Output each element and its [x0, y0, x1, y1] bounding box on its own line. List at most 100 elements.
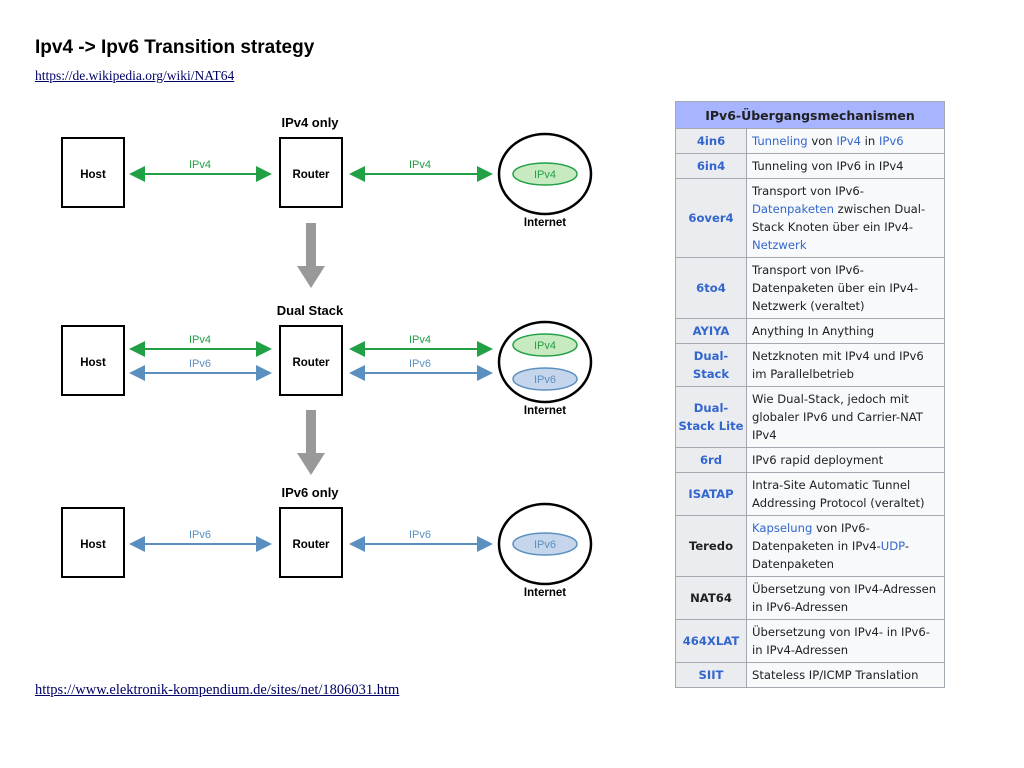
- router-label: Router: [292, 357, 330, 369]
- internet-label: Internet: [524, 405, 566, 417]
- router-box: [279, 325, 343, 396]
- mechanism-description: Transport von IPv6- Datenpaketen zwischen…: [746, 178, 945, 258]
- description-text: zwischen Dual-Stack Knoten über ein IPv4…: [752, 202, 926, 234]
- internet-label: Internet: [524, 217, 566, 229]
- mechanism-description: Anything In Anything: [746, 318, 945, 344]
- mechanism-name[interactable]: Dual-Stack Lite: [675, 386, 747, 448]
- description-text: Transport von IPv6-Datenpaketen über ein…: [752, 263, 919, 313]
- cloud-protocol-oval: [512, 532, 578, 556]
- section-title: IPv4 only: [281, 115, 339, 130]
- description-text: Netzknoten mit IPv4 und IPv6 im Parallel…: [752, 349, 924, 381]
- mechanism-description: Tunneling von IPv6 in IPv4: [746, 153, 945, 179]
- description-text: Stateless IP/ICMP Translation: [752, 668, 919, 682]
- mechanism-description: Wie Dual-Stack, jedoch mit globaler IPv6…: [746, 386, 945, 448]
- section-title: Dual Stack: [277, 303, 344, 318]
- mechanism-name[interactable]: 6in4: [675, 153, 747, 179]
- cloud-protocol-label: IPv4: [534, 169, 556, 181]
- table-row: SIIT Stateless IP/ICMP Translation: [675, 662, 945, 688]
- mechanism-description: Tunneling von IPv4 in IPv6: [746, 128, 945, 154]
- mechanism-description: Transport von IPv6-Datenpaketen über ein…: [746, 257, 945, 319]
- description-link[interactable]: Tunneling: [752, 134, 808, 148]
- router-label: Router: [292, 169, 330, 181]
- internet-label: Internet: [524, 587, 566, 599]
- description-link[interactable]: UDP: [880, 539, 905, 553]
- description-text: Übersetzung von IPv4- in IPv6- in IPv4-A…: [752, 625, 930, 657]
- host-box: [61, 137, 125, 208]
- description-link[interactable]: IPv4: [836, 134, 861, 148]
- table-header: IPv6-Übergangsmechanismen: [675, 101, 945, 129]
- mechanism-description: Intra-Site Automatic Tunnel Addressing P…: [746, 472, 945, 516]
- mechanism-name[interactable]: SIIT: [675, 662, 747, 688]
- cloud-protocol-oval: [512, 162, 578, 186]
- description-text: Transport von IPv6-: [752, 184, 864, 198]
- description-text: von: [807, 134, 837, 148]
- description-text: Anything In Anything: [752, 324, 875, 338]
- host-box: [61, 325, 125, 396]
- description-text: von IPv6-Datenpaketen in IPv4-: [752, 521, 881, 553]
- mechanism-description: Stateless IP/ICMP Translation: [746, 662, 945, 688]
- mechanism-name[interactable]: ISATAP: [675, 472, 747, 516]
- description-text: Tunneling von IPv6 in IPv4: [752, 159, 904, 173]
- description-text: in: [861, 134, 879, 148]
- mechanism-name[interactable]: Dual-Stack: [675, 343, 747, 387]
- router-box: [279, 507, 343, 578]
- description-link[interactable]: IPv6: [878, 134, 904, 148]
- mechanism-description: IPv6 rapid deployment: [746, 447, 945, 473]
- router-internet-protocol: IPv6: [409, 529, 431, 541]
- cloud-protocol-label: IPv6: [534, 374, 556, 386]
- mechanism-name[interactable]: 6to4: [675, 257, 747, 319]
- mechanism-description: Netzknoten mit IPv4 und IPv6 im Parallel…: [746, 343, 945, 387]
- host-router-protocol: IPv6: [189, 529, 211, 541]
- cloud-protocol-label: IPv4: [534, 340, 556, 352]
- table-row: 6rd IPv6 rapid deployment: [675, 447, 945, 473]
- wikipedia-link[interactable]: https://de.wikipedia.org/wiki/NAT64: [35, 68, 235, 83]
- table-row: 6in4 Tunneling von IPv6 in IPv4: [675, 153, 945, 179]
- table-header-row: IPv6-Übergangsmechanismen: [675, 101, 945, 129]
- cloud-protocol-label: IPv6: [534, 539, 556, 551]
- section-title: IPv6 only: [281, 485, 339, 500]
- host-box: [61, 507, 125, 578]
- mechanism-description: Kapselung von IPv6-Datenpaketen in IPv4-…: [746, 515, 945, 577]
- host-router-protocol: IPv4: [189, 334, 211, 346]
- description-link[interactable]: Kapselung: [752, 521, 813, 535]
- host-router-protocol: IPv6: [189, 358, 211, 370]
- router-box: [279, 137, 343, 208]
- transition-down-arrow: [297, 410, 325, 475]
- mechanism-name[interactable]: 464XLAT: [675, 619, 747, 663]
- router-internet-protocol: IPv4: [409, 159, 431, 171]
- router-internet-protocol: IPv6: [409, 358, 431, 370]
- description-link[interactable]: Netzwerk: [752, 238, 807, 252]
- table-row: 6over4 Transport von IPv6- Datenpaketen zw…: [675, 178, 945, 258]
- mechanism-name[interactable]: AYIYA: [675, 318, 747, 344]
- host-label: Host: [80, 357, 106, 369]
- mechanism-name[interactable]: 6rd: [675, 447, 747, 473]
- description-text: Intra-Site Automatic Tunnel Addressing P…: [752, 478, 925, 510]
- router-label: Router: [292, 539, 330, 551]
- transition-down-arrow: [297, 223, 325, 288]
- description-text: IPv6 rapid deployment: [752, 453, 884, 467]
- host-label: Host: [80, 539, 106, 551]
- description-text: -Datenpaketen: [752, 539, 910, 571]
- table-row: AYIYA Anything In Anything: [675, 318, 945, 344]
- mechanism-name[interactable]: 6over4: [675, 178, 747, 258]
- elektronik-kompendium-link[interactable]: https://www.elektronik-kompendium.de/sit…: [35, 682, 400, 698]
- mechanism-name[interactable]: 4in6: [675, 128, 747, 154]
- description-text: Wie Dual-Stack, jedoch mit globaler IPv6…: [752, 392, 923, 442]
- description-text: Übersetzung von IPv4-Adressen in IPv6-Ad…: [752, 582, 937, 614]
- mechanism-description: Übersetzung von IPv4- in IPv6- in IPv4-A…: [746, 619, 945, 663]
- router-internet-protocol: IPv4: [409, 334, 431, 346]
- description-link[interactable]: Datenpaketen: [752, 202, 834, 216]
- mechanism-name[interactable]: Teredo: [675, 515, 747, 577]
- host-label: Host: [80, 169, 106, 181]
- mechanism-name[interactable]: NAT64: [675, 576, 747, 620]
